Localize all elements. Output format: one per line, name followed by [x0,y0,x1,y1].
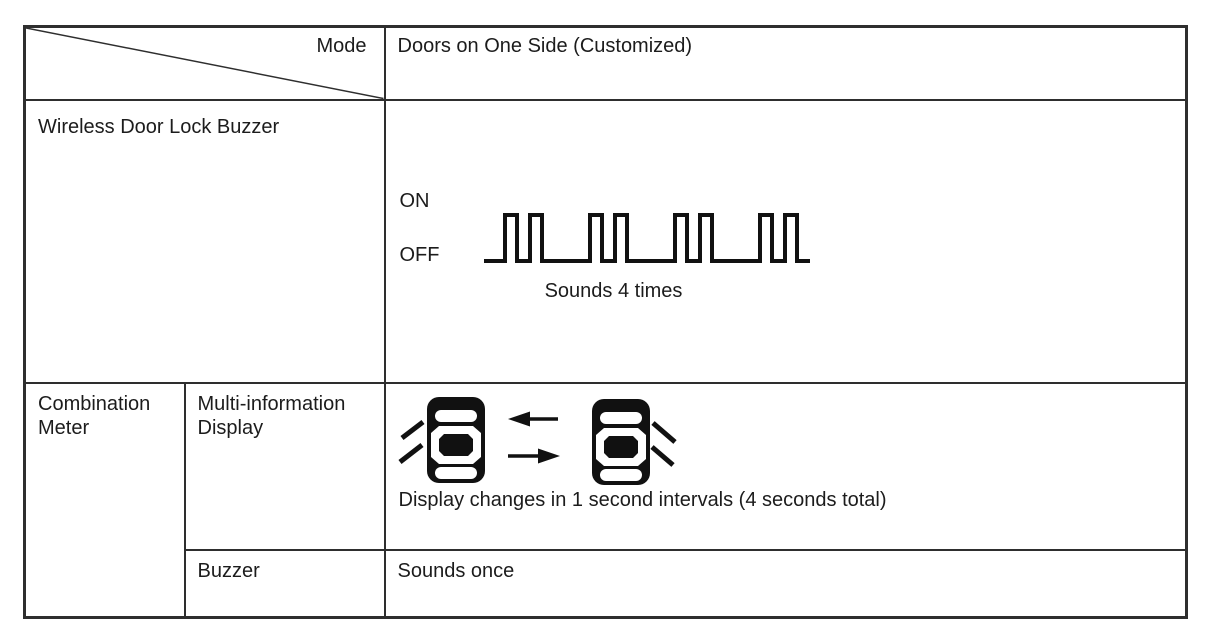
corner-cell: Mode [23,25,386,101]
wireless-buzzer-value-cell: ON OFF Sounds 4 times [383,98,1188,384]
combination-meter-label-cell: Combination Meter [23,381,186,619]
meter-buzzer-value-cell: Sounds once [383,548,1188,619]
combination-meter-label: Combination Meter [38,392,151,439]
waveform-on-label: ON [399,189,430,212]
wireless-buzzer-label: Wireless Door Lock Buzzer [38,115,280,138]
wireless-buzzer-label-cell: Wireless Door Lock Buzzer [23,98,386,384]
table-row: Buzzer Sounds once [25,548,1188,619]
table-row: Wireless Door Lock Buzzer ON OFF Sounds … [23,98,1188,384]
car-doors-open-right-icon [591,398,677,485]
door-open-display-figure [397,396,677,485]
right-arrow-icon [507,448,560,463]
multi-info-display-label-cell: Multi-information Display [183,381,386,551]
multi-info-display-caption: Display changes in 1 second intervals (4… [398,488,887,511]
mode-header-value: Doors on One Side (Customized) [397,35,693,57]
table-row: Combination Meter Multi-information Disp… [23,381,1188,619]
car-doors-open-left-icon [397,396,485,483]
table-row: Mode Doors on One Side (Customized) [23,25,1188,101]
buzzer-waveform-path [483,212,810,263]
buzzer-waveform-icon [483,212,810,263]
diagonal-divider [26,28,384,99]
meter-buzzer-value: Sounds once [397,559,515,582]
corner-mode-label: Mode [316,35,367,57]
mode-behavior-table: Mode Doors on One Side (Customized) Wire… [23,25,1188,619]
mode-header-cell: Doors on One Side (Customized) [383,25,1188,101]
meter-buzzer-label-cell: Buzzer [183,548,386,619]
multi-info-display-value-cell: Display changes in 1 second intervals (4… [383,381,1188,551]
waveform-off-label: OFF [399,243,440,266]
waveform-caption: Sounds 4 times [544,279,683,302]
left-arrow-icon [507,411,558,426]
meter-buzzer-label: Buzzer [197,559,260,582]
multi-info-display-label: Multi-information Display [197,392,346,439]
